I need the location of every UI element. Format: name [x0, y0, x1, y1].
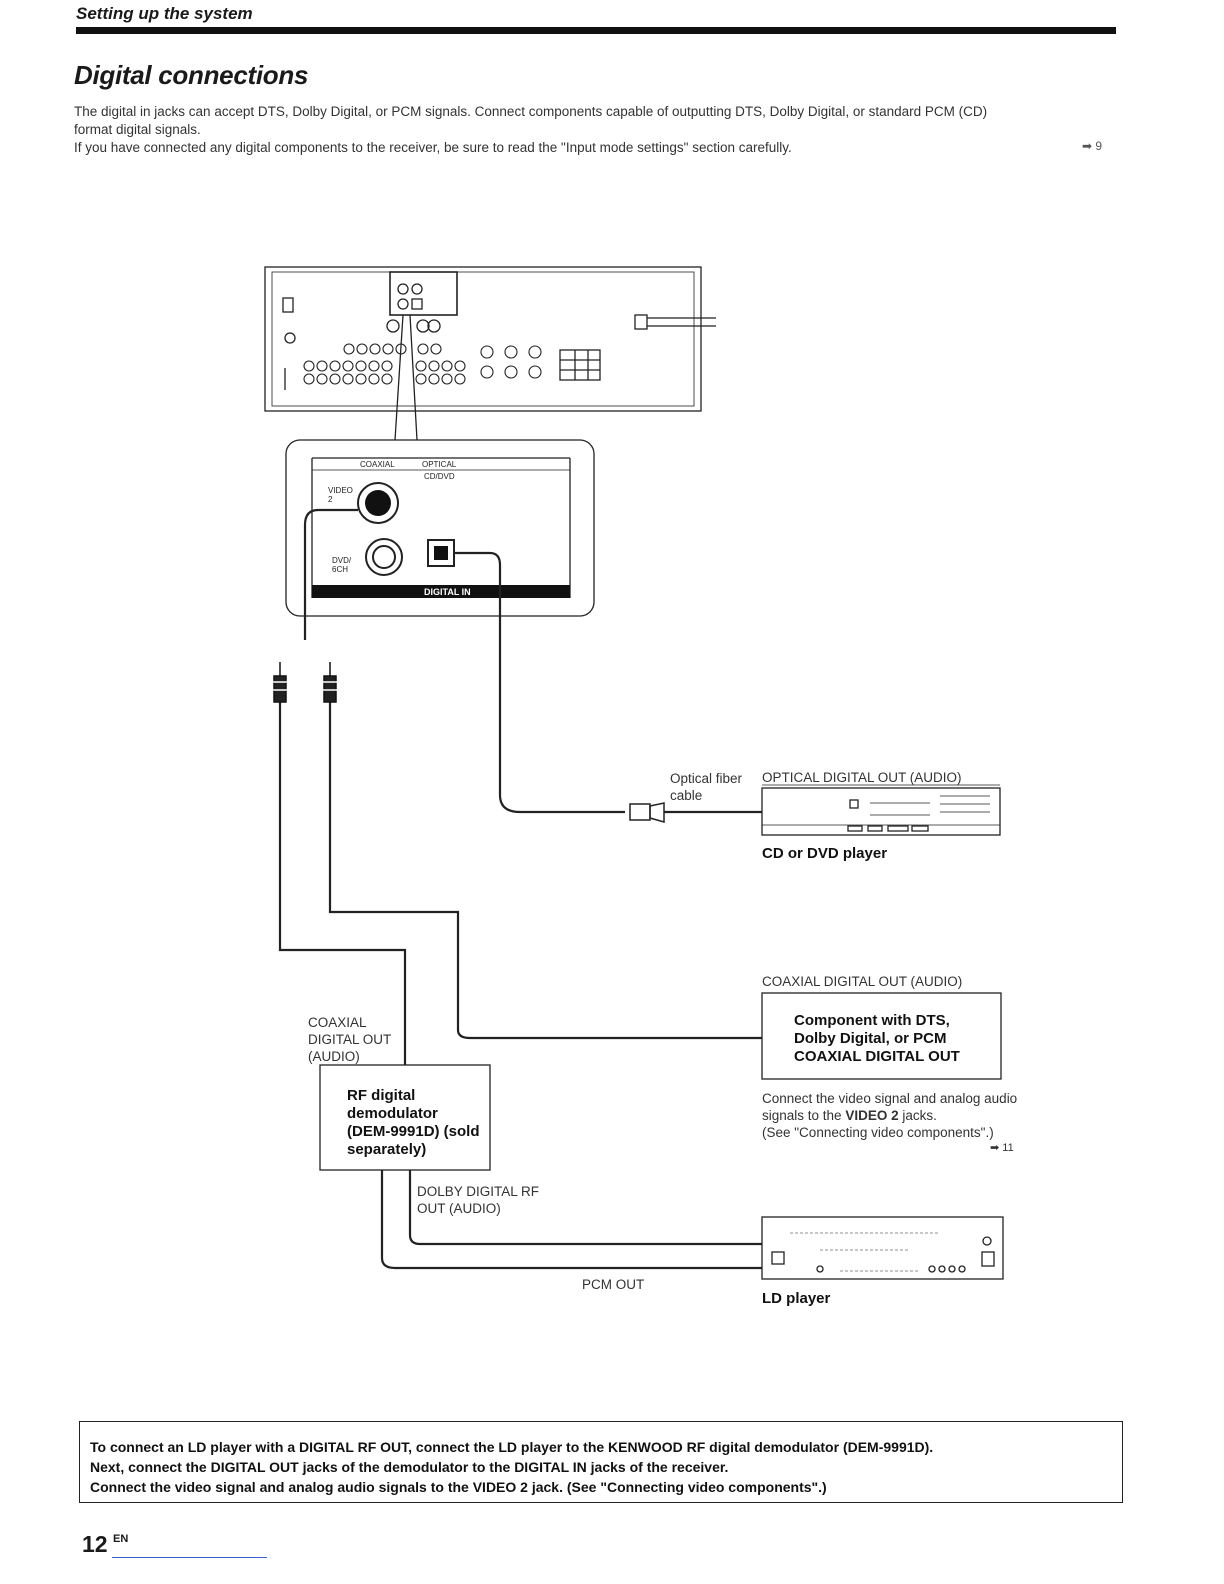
coaxial-jack-dvd-6ch: [365, 538, 403, 576]
rear-panel-jack: [441, 373, 453, 385]
panel-label-digital-in: DIGITAL IN: [424, 587, 471, 597]
rear-panel-jack: [329, 373, 341, 385]
rear-panel-jack: [417, 343, 429, 355]
rear-panel-jack: [355, 360, 367, 372]
pcm-out-label: PCM OUT: [582, 1277, 645, 1292]
rear-panel-jack: [528, 345, 542, 359]
dolby-rf-out-label: DOLBY DIGITAL RF OUT (AUDIO): [417, 1184, 540, 1216]
rear-panel-jack: [343, 343, 355, 355]
rear-panel-jack: [303, 373, 315, 385]
rear-panel-jack: [430, 343, 442, 355]
rear-panel-jack: [355, 373, 367, 385]
rear-panel-jack: [504, 345, 518, 359]
intro-line-3: If you have connected any digital compon…: [74, 140, 792, 155]
header-rule: [76, 27, 1116, 34]
component-box: [761, 992, 1002, 1080]
connect-video-note: Connect the video signal and analog audi…: [762, 1090, 1032, 1141]
panel-label-video2: VIDEO 2: [328, 486, 353, 504]
rear-panel-jack: [303, 360, 315, 372]
rear-panel-jack: [415, 360, 427, 372]
note-line-1: To connect an LD player with a DIGITAL R…: [90, 1439, 934, 1455]
component-box-label: Component with DTS, Dolby Digital, or PC…: [794, 1012, 960, 1065]
digital-in-bar: [312, 585, 570, 598]
cd-dvd-player-device: [761, 787, 1001, 836]
rear-panel-jack: [381, 360, 393, 372]
rear-panel-jack: [381, 373, 393, 385]
receiver-rear-panel: [264, 266, 702, 412]
rear-panel-jack: [342, 360, 354, 372]
optical-digital-out-label: OPTICAL DIGITAL OUT (AUDIO): [762, 770, 962, 785]
rear-panel-jack: [428, 360, 440, 372]
enlarged-panel: [285, 439, 595, 617]
rear-panel-jack: [382, 343, 394, 355]
panel-label-dvd-6ch: DVD/ 6CH: [332, 556, 352, 574]
zoom-highlight-box: [389, 271, 458, 316]
rear-panel-jack: [368, 360, 380, 372]
rear-panel-jack: [454, 373, 466, 385]
page-reference: ➡ 9: [1082, 139, 1103, 153]
ld-player-label: LD player: [762, 1290, 831, 1307]
rca-plug-right: [322, 662, 338, 703]
connect-video-note-2: (See "Connecting video components".): [762, 1125, 994, 1140]
rear-panel-jack: [316, 360, 328, 372]
coaxial-jack-video2: [357, 482, 399, 524]
page-language: EN: [113, 1533, 129, 1545]
page-title: Digital connections: [74, 60, 309, 90]
rear-panel-jack: [441, 360, 453, 372]
rear-panel-jack: [480, 365, 494, 379]
rear-panel-jack: [504, 365, 518, 379]
connect-video-note-bold: VIDEO 2: [845, 1108, 899, 1123]
rca-plug-left: [272, 662, 288, 703]
rf-demodulator-box: [319, 1064, 491, 1171]
panel-label-optical: OPTICAL: [422, 460, 457, 469]
note-line-3: Connect the video signal and analog audi…: [90, 1479, 827, 1495]
rear-panel-jack: [316, 373, 328, 385]
coaxial-digital-out-label-left: COAXIAL DIGITAL OUT (AUDIO): [308, 1015, 392, 1064]
rear-panel-jack: [356, 343, 368, 355]
connect-video-page-ref: ➡ 11: [990, 1142, 1014, 1154]
intro-text: The digital in jacks can accept DTS, Dol…: [74, 103, 1124, 157]
panel-label-coaxial: COAXIAL: [360, 460, 395, 469]
optical-fiber-cable-label: Optical fiber cable: [670, 771, 743, 803]
rf-demodulator-label: RF digital demodulator (DEM-9991D) (sold…: [347, 1087, 480, 1158]
page-number: 12: [82, 1531, 108, 1557]
rear-panel-jack: [428, 373, 440, 385]
rear-panel-jack: [395, 343, 407, 355]
rear-panel-jack: [342, 373, 354, 385]
note-box: To connect an LD player with a DIGITAL R…: [79, 1421, 1123, 1503]
intro-line-1: The digital in jacks can accept DTS, Dol…: [74, 104, 988, 119]
intro-line-2: format digital signals.: [74, 122, 201, 137]
connect-video-note-text: Connect the video signal and analog audi…: [762, 1091, 1018, 1123]
ld-player-device: [761, 1216, 1004, 1280]
note-line-2: Next, connect the DIGITAL OUT jacks of t…: [90, 1459, 729, 1475]
section-header: Setting up the system: [76, 4, 253, 23]
coaxial-digital-out-label-top: COAXIAL DIGITAL OUT (AUDIO): [762, 974, 963, 989]
rear-panel-jack: [369, 343, 381, 355]
rear-panel-jack: [480, 345, 494, 359]
cd-dvd-player-label: CD or DVD player: [762, 845, 888, 862]
rear-panel-jack: [454, 360, 466, 372]
rear-panel-jack: [528, 365, 542, 379]
rear-panel-jack: [368, 373, 380, 385]
panel-label-cd-dvd: CD/DVD: [424, 472, 455, 481]
connect-video-note-tail: jacks.: [902, 1108, 937, 1123]
rear-panel-jack: [415, 373, 427, 385]
footer-rule: [112, 1557, 267, 1558]
rear-panel-jack: [329, 360, 341, 372]
